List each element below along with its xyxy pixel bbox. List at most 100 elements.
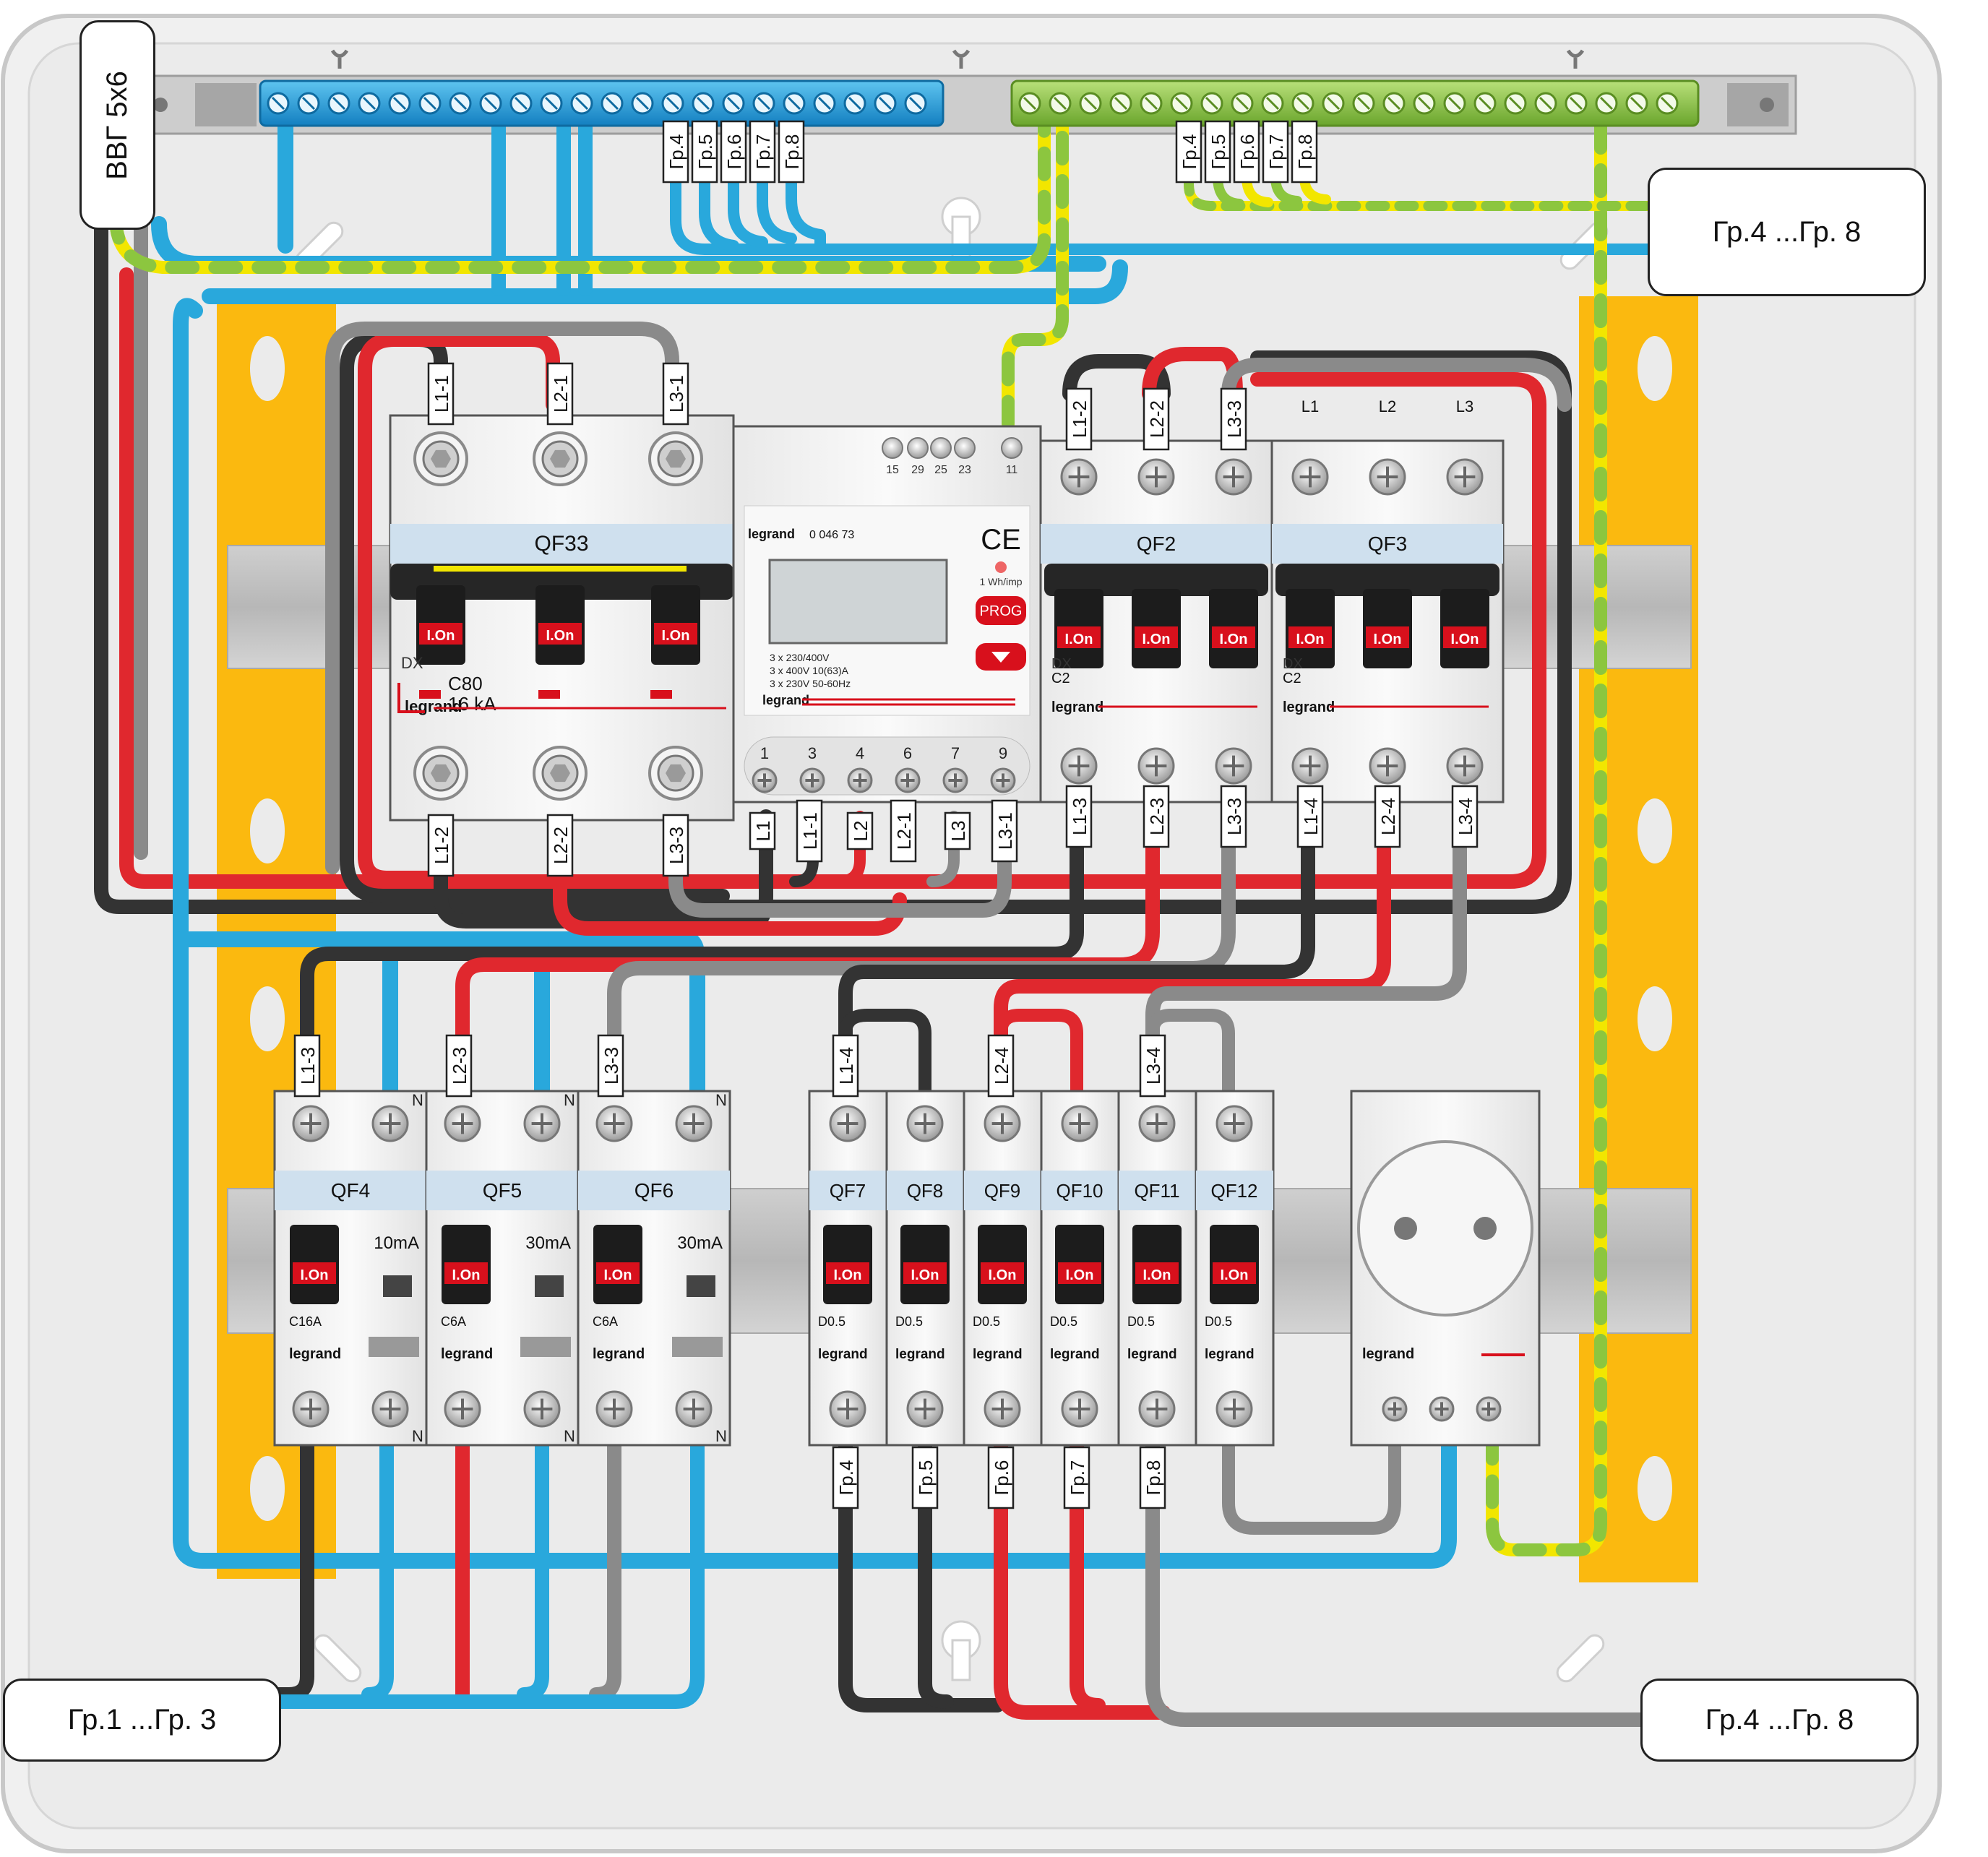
- qf3-phase-label: L1: [1301, 397, 1319, 415]
- next-button[interactable]: [976, 643, 1026, 671]
- breaking-label: 16 kA: [448, 693, 496, 715]
- breaker-name: QF11: [1134, 1180, 1179, 1202]
- rating-label: D0.5: [1050, 1314, 1077, 1329]
- wire-tag-label: L3-3: [601, 1047, 622, 1085]
- mcb-in-tag: L2-4: [987, 1034, 1015, 1098]
- status-flag: [538, 690, 560, 699]
- terminal-number: 25: [934, 464, 947, 476]
- hex-terminal-icon: [533, 746, 588, 801]
- wire-tag-label: Гр.5: [1208, 134, 1229, 170]
- terminal-screw-icon: [1138, 1105, 1176, 1142]
- wire-tag-label: L2-4: [1377, 798, 1399, 835]
- qf2-top-tag: L1-2: [1065, 387, 1093, 451]
- terminal-number: 4: [856, 744, 864, 762]
- toggle-lever: I.On: [1132, 1225, 1182, 1304]
- breaker-name: QF12: [1210, 1180, 1257, 1202]
- wire-tag-label: L3-4: [1455, 798, 1476, 835]
- wire-tag-label: L2: [850, 821, 872, 842]
- toggle-label: I.On: [1220, 632, 1248, 647]
- terminal-screw-icon: [1215, 747, 1252, 785]
- toggle-lever: I.On: [290, 1225, 339, 1304]
- wire-tag-label: L2-1: [550, 375, 572, 413]
- toggle-lever: I.On: [1210, 1225, 1259, 1304]
- brand-label: legrand: [1283, 699, 1335, 715]
- terminal-number: 9: [999, 744, 1007, 762]
- chevron-down-icon: [991, 652, 1010, 663]
- wire-tag-label: L1: [752, 821, 774, 842]
- wire-tag-label: L2-3: [1146, 798, 1168, 835]
- terminal-screw-icon: [752, 767, 778, 793]
- groups-4-8-top-callout: Гр.4 ...Гр. 8: [1648, 168, 1926, 296]
- toggle-label: I.On: [1065, 632, 1093, 647]
- neutral-mark: N: [412, 1091, 423, 1109]
- brand-label: legrand: [1205, 1347, 1255, 1362]
- neutral-group-tag: Гр.6: [720, 120, 747, 184]
- terminal-screw-icon: [1060, 458, 1098, 496]
- meter-terminal-icon: [930, 437, 952, 459]
- group-out-tag: Гр.5: [911, 1446, 939, 1509]
- toggle-label: I.On: [1451, 632, 1479, 647]
- wire-tag-label: Гр.6: [1236, 134, 1258, 170]
- hex-terminal-icon: [413, 431, 468, 486]
- rating-label: C6A: [441, 1314, 466, 1329]
- rating-label: C16A: [289, 1314, 322, 1329]
- series-label: DX: [401, 654, 423, 672]
- rating-label: C80: [448, 673, 483, 694]
- wire-tag-label: L2-2: [1146, 400, 1168, 438]
- toggle-label: I.On: [604, 1267, 632, 1283]
- qf2-bottom-tag: L3-3: [1220, 785, 1247, 848]
- terminal-screw-icon: [1138, 1390, 1176, 1428]
- terminal-number: 3: [808, 744, 817, 762]
- wire-tag-label: Гр.7: [752, 134, 774, 170]
- terminal-screw-icon: [1446, 747, 1484, 785]
- neutral-mark: N: [564, 1427, 575, 1445]
- test-button: [383, 1275, 412, 1297]
- terminal-screw-icon: [1215, 458, 1252, 496]
- led-indicator: [995, 561, 1007, 573]
- terminal-screw-icon: [799, 767, 825, 793]
- qf3-bottom-tag: L1-4: [1296, 785, 1324, 848]
- meter-out-tag: L3: [944, 811, 971, 850]
- toggle-label: I.On: [427, 628, 455, 644]
- leak-label: 30mA: [677, 1233, 723, 1253]
- toggle-label: I.On: [911, 1267, 939, 1283]
- groups-4-8-top-label: Гр.4 ...Гр. 8: [1712, 215, 1862, 248]
- rating-label: C6A: [593, 1314, 618, 1329]
- breaker-name: QF10: [1056, 1180, 1103, 1202]
- terminal-screw-icon: [1291, 747, 1329, 785]
- terminal-screw-icon: [444, 1390, 481, 1428]
- hex-terminal-icon: [533, 431, 588, 486]
- wire-tag-label: Гр.4: [835, 1460, 857, 1496]
- brand-label: legrand: [441, 1346, 493, 1362]
- meter-out-tag: L2: [846, 811, 874, 850]
- qf3-bottom-tag: L3-4: [1451, 785, 1479, 848]
- toggle-label: I.On: [1296, 632, 1325, 647]
- socket-pin-icon: [1394, 1217, 1417, 1240]
- imp-label: 1 Wh/imp: [979, 576, 1022, 587]
- earth-busbar: [1010, 79, 1700, 127]
- earth-group-tag: Гр.5: [1204, 120, 1231, 184]
- breaker-name: QF4: [331, 1179, 370, 1202]
- wire-tag-label: L1-3: [297, 1047, 319, 1085]
- busbar-hooks: [330, 49, 1585, 69]
- qf3-bottom-tag: L2-4: [1374, 785, 1401, 848]
- rating-label: D0.5: [895, 1314, 923, 1329]
- terminal-screw-icon: [444, 1105, 481, 1142]
- spec-line: 3 x 230V 50-60Hz: [770, 678, 851, 689]
- qf33-top-tag: L2-1: [546, 362, 574, 426]
- terminal-screw-icon: [942, 767, 968, 793]
- toggle-lever: I.On: [1286, 589, 1335, 668]
- wire-tag-label: L2-3: [449, 1047, 470, 1085]
- qf2-top-tag: L3-3: [1220, 387, 1247, 451]
- socket-brand: legrand: [1362, 1346, 1414, 1362]
- terminal-screw-icon: [292, 1390, 330, 1428]
- group-out-tag: Гр.6: [987, 1446, 1015, 1509]
- wire-tag-label: L2-2: [550, 827, 572, 864]
- prog-button[interactable]: PROG: [976, 596, 1026, 625]
- qf3-phase-label: L2: [1379, 397, 1396, 415]
- toggle-label: I.On: [834, 1267, 862, 1283]
- rating-label: C2: [1051, 671, 1070, 686]
